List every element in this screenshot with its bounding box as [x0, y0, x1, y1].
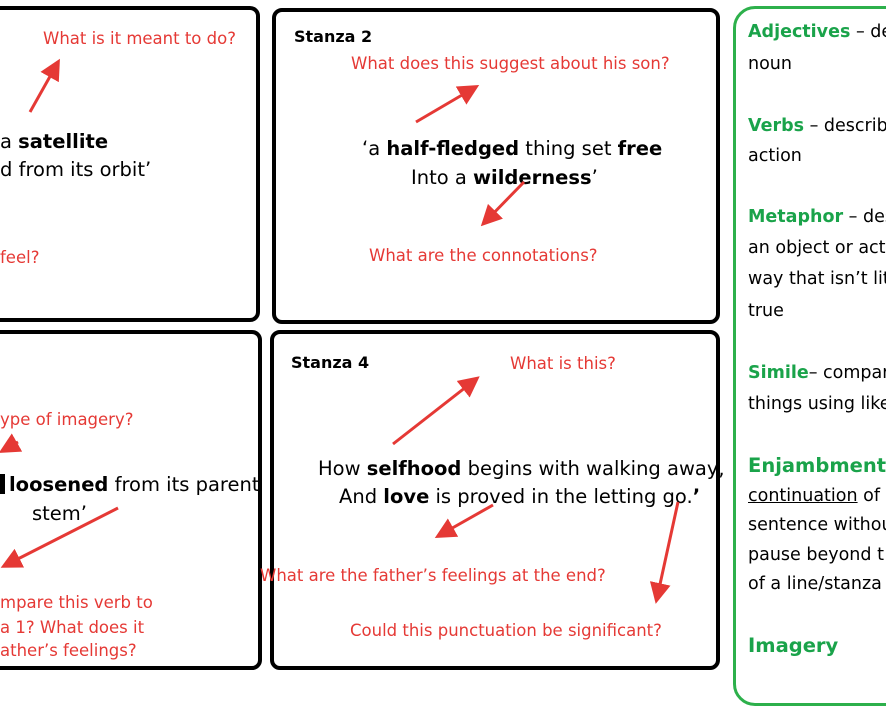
quote-line: stem’	[32, 502, 87, 525]
arrow	[649, 501, 680, 604]
annotation-arrows	[0, 58, 680, 604]
glossary-enjambment: Enjambment-	[748, 454, 886, 477]
stanza-heading: Stanza 4	[291, 353, 370, 372]
quote-line: d from its orbit’	[0, 158, 152, 181]
panel-stanza-4	[270, 330, 720, 670]
quote-line: Into a wilderness’	[411, 166, 598, 189]
annotation-question: ather’s feelings?	[0, 641, 137, 660]
glossary-definition: true	[748, 301, 784, 321]
glossary-definition: pause beyond t	[748, 545, 884, 565]
quote-line: a satellite	[0, 130, 109, 153]
glossary-verbs: Verbs – describ	[748, 116, 886, 136]
glossary-definition: of a line/stanza	[748, 574, 882, 594]
quote-line: And love is proved in the letting go.’	[339, 485, 701, 508]
arrow	[480, 180, 526, 227]
arrow	[0, 506, 119, 568]
stanza-heading: Stanza 2	[294, 27, 373, 46]
annotation-question: a 1? What does it	[0, 618, 145, 637]
glossary-definition: things using like	[748, 394, 886, 414]
annotation-question: feel?	[0, 248, 40, 267]
annotation-question: What is it meant to do?	[43, 29, 236, 48]
glossary-adjectives: Adjectives – des	[748, 22, 886, 42]
annotation-question: What does this suggest about his son?	[351, 54, 670, 73]
annotation-question: What are the connotations?	[369, 246, 598, 265]
panel-stanza-3	[0, 330, 262, 670]
quote-line: loosened from its parent	[0, 473, 260, 496]
quote-line: ‘a half-fledged thing set free	[362, 137, 663, 160]
quote-line: How selfhood begins with walking away,	[318, 457, 725, 480]
annotation-question: Could this punctuation be significant?	[350, 621, 662, 640]
glossary-definition: an object or act	[748, 238, 886, 258]
arrow	[415, 84, 480, 124]
arrow	[0, 433, 23, 453]
glossary-definition: way that isn’t lit	[748, 269, 886, 289]
annotation-question: ype of imagery?	[0, 410, 134, 429]
glossary-metaphor: Metaphor – des	[748, 207, 886, 227]
glossary-imagery: Imagery	[748, 634, 839, 657]
panel-stanza-1	[0, 6, 260, 322]
arrow	[392, 376, 480, 446]
annotation-question: What is this?	[510, 354, 616, 373]
glossary-definition: sentence withou	[748, 515, 886, 535]
glossary-simile: Simile– compar	[748, 363, 886, 383]
arrow	[28, 58, 60, 113]
glossary-definition: action	[748, 146, 802, 166]
glossary-definition: continuation of	[748, 486, 881, 506]
annotation-question: What are the father’s feelings at the en…	[260, 566, 606, 585]
arrow	[434, 503, 494, 538]
annotation-question: mpare this verb to	[0, 593, 153, 612]
glossary-definition: noun	[748, 54, 792, 74]
panel-stanza-2	[272, 8, 720, 324]
